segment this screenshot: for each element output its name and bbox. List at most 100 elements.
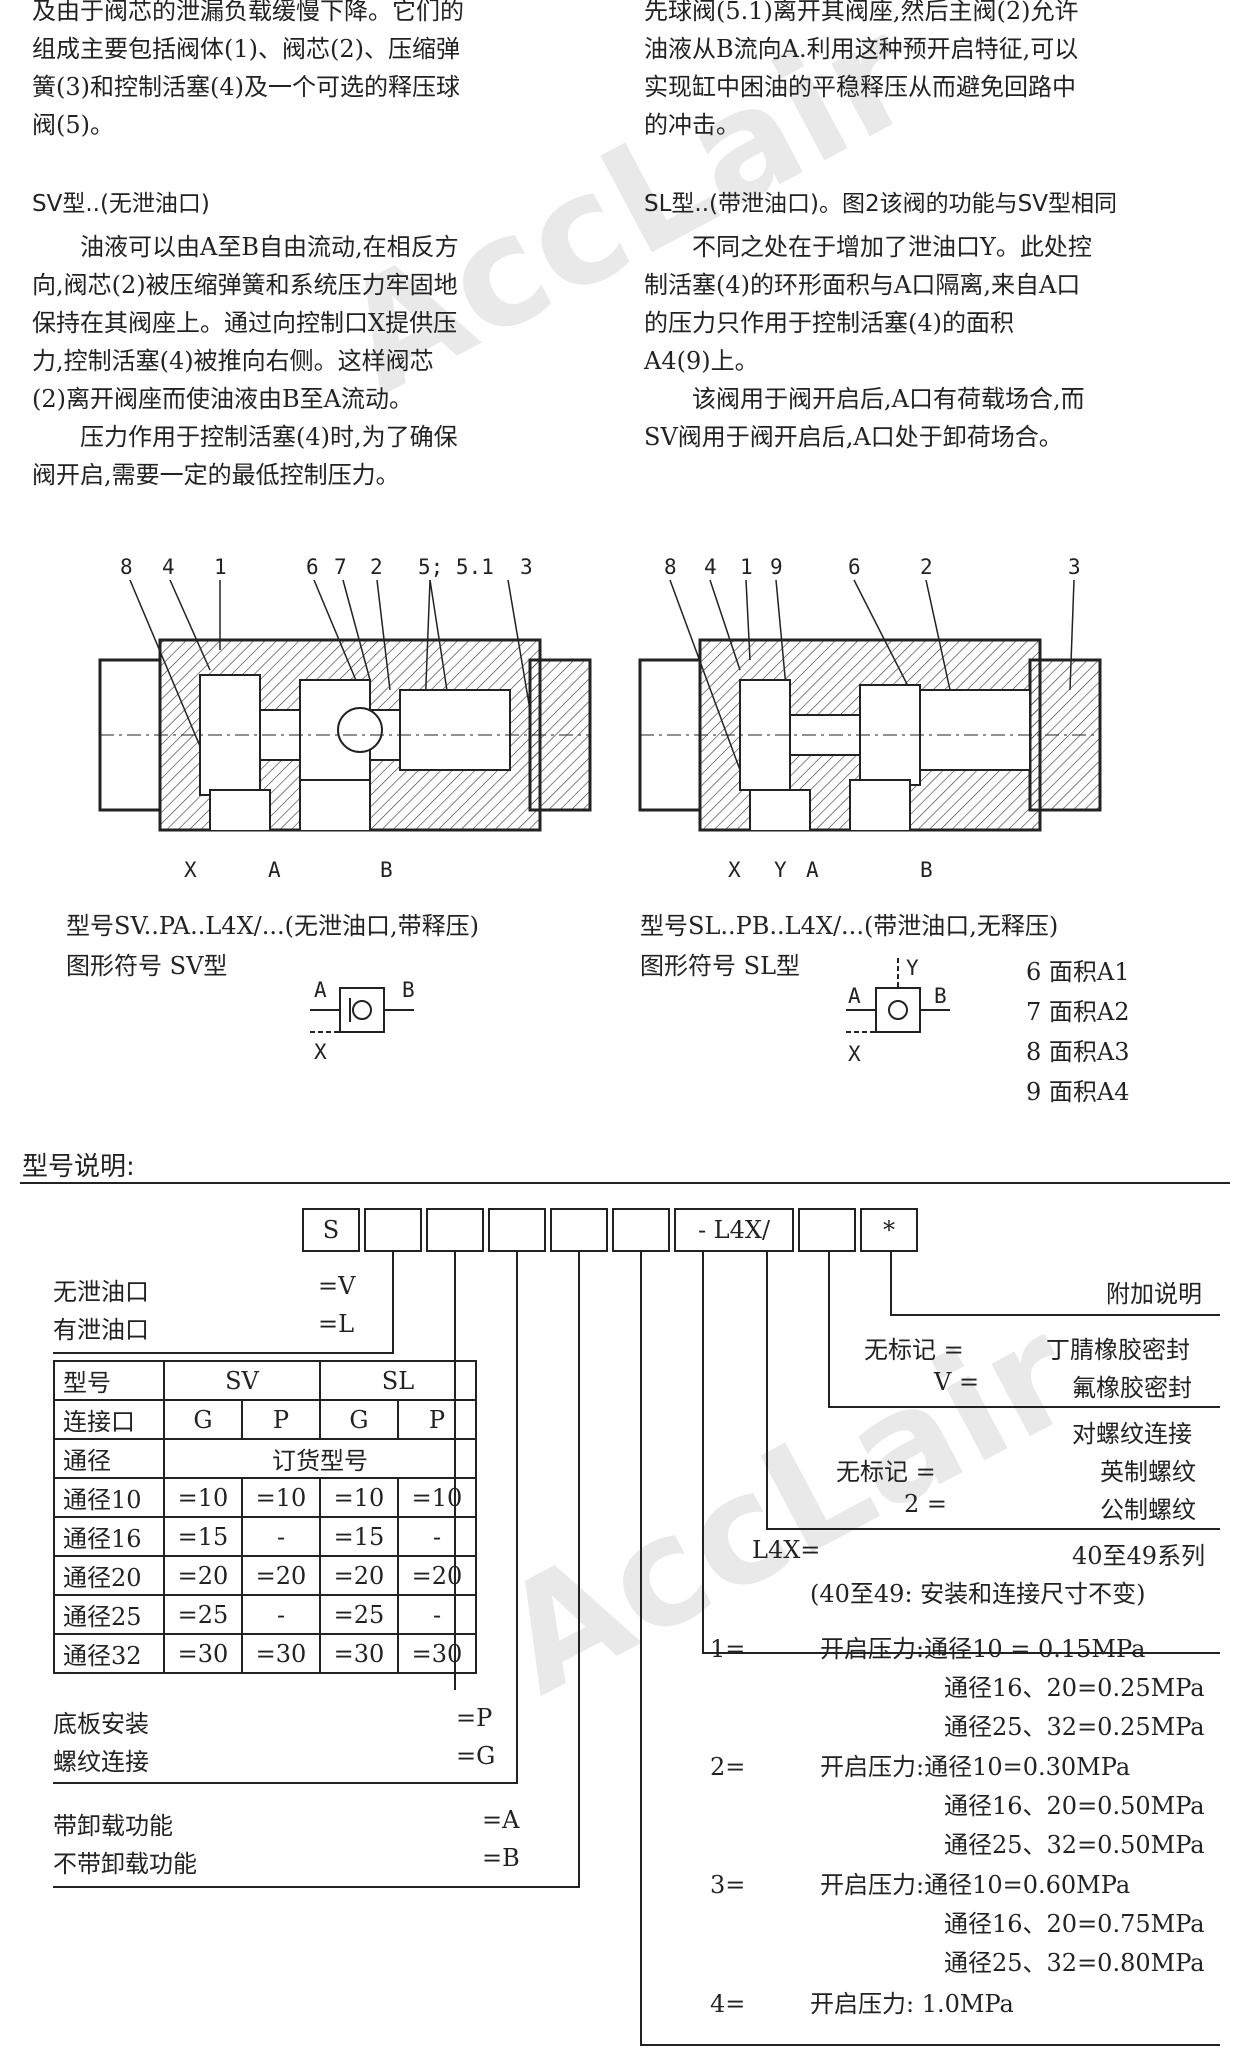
callout-3: 3 (520, 555, 533, 579)
connector-thread (766, 1528, 1220, 1530)
code-box-series: - L4X/ (674, 1208, 794, 1252)
sv-check-valve-symbol (310, 987, 414, 1033)
series-note: (40至49: 安装和连接尺寸不变) (810, 1580, 1146, 1608)
sl-valve-section-drawing (638, 579, 1102, 832)
code-box-2 (364, 1208, 422, 1252)
connector-pressure (640, 2044, 1220, 2046)
port-b: B (920, 858, 933, 882)
callout-8: 8 (664, 555, 677, 579)
callout-6: 6 (306, 555, 319, 579)
seal-nbr: 丁腈橡胶密封 (1046, 1336, 1190, 1364)
pressure-4: 4=开启压力: 1.0MPa (710, 1990, 1014, 2018)
callout-5: 5; 5.1 (418, 555, 494, 579)
series-code: L4X= (752, 1536, 821, 1564)
sv-description: 油液可以由A至B自由流动,在相反方向,阀芯(2)被压缩弹簧和系统压力牢固地保持在… (32, 233, 459, 489)
sl-description: 不同之处在于增加了泄油口Y。此处控制活塞(4)的环形面积与A口隔离,来自A口的压… (644, 233, 1092, 451)
option-subplate: 底板安装 (53, 1710, 149, 1738)
connector-additional (890, 1252, 892, 1316)
ordering-title: 型号说明: (22, 1152, 135, 1182)
option-subplate-code: =P (456, 1704, 493, 1732)
pressure-1: 1=开启压力:通径10 = 0.15MPa 通径16、20=0.25MPa 通径… (710, 1635, 1205, 1741)
option-threaded: 螺纹连接 (53, 1748, 149, 1776)
divider (20, 1182, 1230, 1184)
option-no-unload-code: =B (482, 1844, 520, 1872)
option-unload: 带卸载功能 (53, 1812, 173, 1840)
callout-4: 4 (704, 555, 717, 579)
sl-heading: SL型..(带泄油口)。图2该阀的功能与SV型相同 (644, 191, 1117, 217)
code-box-3 (426, 1208, 484, 1252)
sl-model-caption: 型号SL..PB..L4X/...(带泄油口,无释压) (640, 912, 1059, 940)
table-row: 通径16=15-=15- (53, 1516, 477, 1557)
thread-imperial-code: 无标记 = (836, 1458, 936, 1486)
connector-drain (392, 1252, 394, 1354)
port-a: A (268, 858, 281, 882)
thread-imperial: 英制螺纹 (1100, 1458, 1196, 1486)
option-additional: 附加说明 (1106, 1280, 1202, 1308)
sv-valve-section-drawing (98, 579, 592, 832)
sl-symbol-caption: 图形符号 SL型 (640, 952, 801, 980)
callout-2: 2 (920, 555, 933, 579)
connector-unload (53, 1886, 580, 1888)
sv-symbol-b: B (402, 978, 415, 1002)
connector-thread (766, 1252, 768, 1530)
callout-6: 6 (848, 555, 861, 579)
callout-1: 1 (214, 555, 227, 579)
port-b: B (380, 858, 393, 882)
connector-mount (53, 1782, 518, 1784)
connector-seal (828, 1406, 1220, 1408)
connector-pressure (640, 1252, 642, 2046)
sv-symbol-caption: 图形符号 SV型 (66, 952, 228, 980)
connector-series (702, 1652, 1220, 1654)
sv-symbol-x: X (314, 1040, 327, 1064)
port-y: Y (774, 858, 787, 882)
table-row: 通径25=25-=25- (53, 1594, 477, 1635)
connector-series (702, 1252, 704, 1654)
sv-model-caption: 型号SV..PA..L4X/...(无泄油口,带释压) (66, 912, 479, 940)
port-x: X (728, 858, 741, 882)
sl-check-valve-symbol (846, 958, 950, 1033)
pressure-2: 2=开启压力:通径10=0.30MPa 通径16、20=0.50MPa 通径25… (710, 1753, 1205, 1859)
code-box-6 (612, 1208, 670, 1252)
port-x: X (184, 858, 197, 882)
table-row: 通径20=20=20=20=20 (53, 1555, 477, 1596)
connector-additional (890, 1314, 1220, 1316)
port-a: A (806, 858, 819, 882)
connector-seal (828, 1252, 830, 1408)
code-box-5 (550, 1208, 608, 1252)
intro-right-text: 先球阀(5.1)离开其阀座,然后主阀(2)允许油液从B流向A.利用这种预开启特征… (644, 0, 1079, 139)
option-unload-code: =A (482, 1806, 520, 1834)
seal-fkm: 氟橡胶密封 (1072, 1374, 1192, 1402)
sv-symbol-a: A (314, 978, 327, 1002)
callout-7: 7 (334, 555, 347, 579)
table-row: 通径订货型号 (53, 1438, 477, 1479)
option-drain: 有泄油口 (53, 1316, 149, 1344)
sl-symbol-x: X (848, 1042, 861, 1066)
option-drain-code: =L (318, 1310, 355, 1338)
seal-nbr-code: 无标记 = (864, 1336, 964, 1364)
sv-heading: SV型..(无泄油口) (32, 191, 210, 217)
seal-fkm-code: V = (934, 1368, 980, 1396)
sl-symbol-y: Y (906, 956, 919, 980)
option-threaded-code: =G (456, 1742, 496, 1770)
sl-symbol-a: A (848, 984, 861, 1008)
callout-2: 2 (370, 555, 383, 579)
code-box-4 (488, 1208, 546, 1252)
thread-metric: 公制螺纹 (1100, 1496, 1196, 1524)
option-no-unload: 不带卸载功能 (53, 1850, 197, 1878)
code-box-1: S (302, 1208, 360, 1252)
connector-drain (53, 1352, 394, 1354)
series-name: 40至49系列 (1072, 1542, 1206, 1570)
pressure-3: 3=开启压力:通径10=0.60MPa 通径16、20=0.75MPa 通径25… (710, 1871, 1205, 1977)
valve-body (98, 638, 592, 832)
connector-mount (516, 1252, 518, 1784)
callout-3: 3 (1068, 555, 1081, 579)
callout-9: 9 (770, 555, 783, 579)
callout-1: 1 (740, 555, 753, 579)
thread-heading: 对螺纹连接 (1072, 1420, 1192, 1448)
option-no-drain: 无泄油口 (53, 1278, 149, 1306)
intro-left-text: 及由于阀芯的泄漏负载缓慢下降。它们的组成主要包括阀体(1)、阀芯(2)、压缩弹簧… (32, 0, 464, 139)
